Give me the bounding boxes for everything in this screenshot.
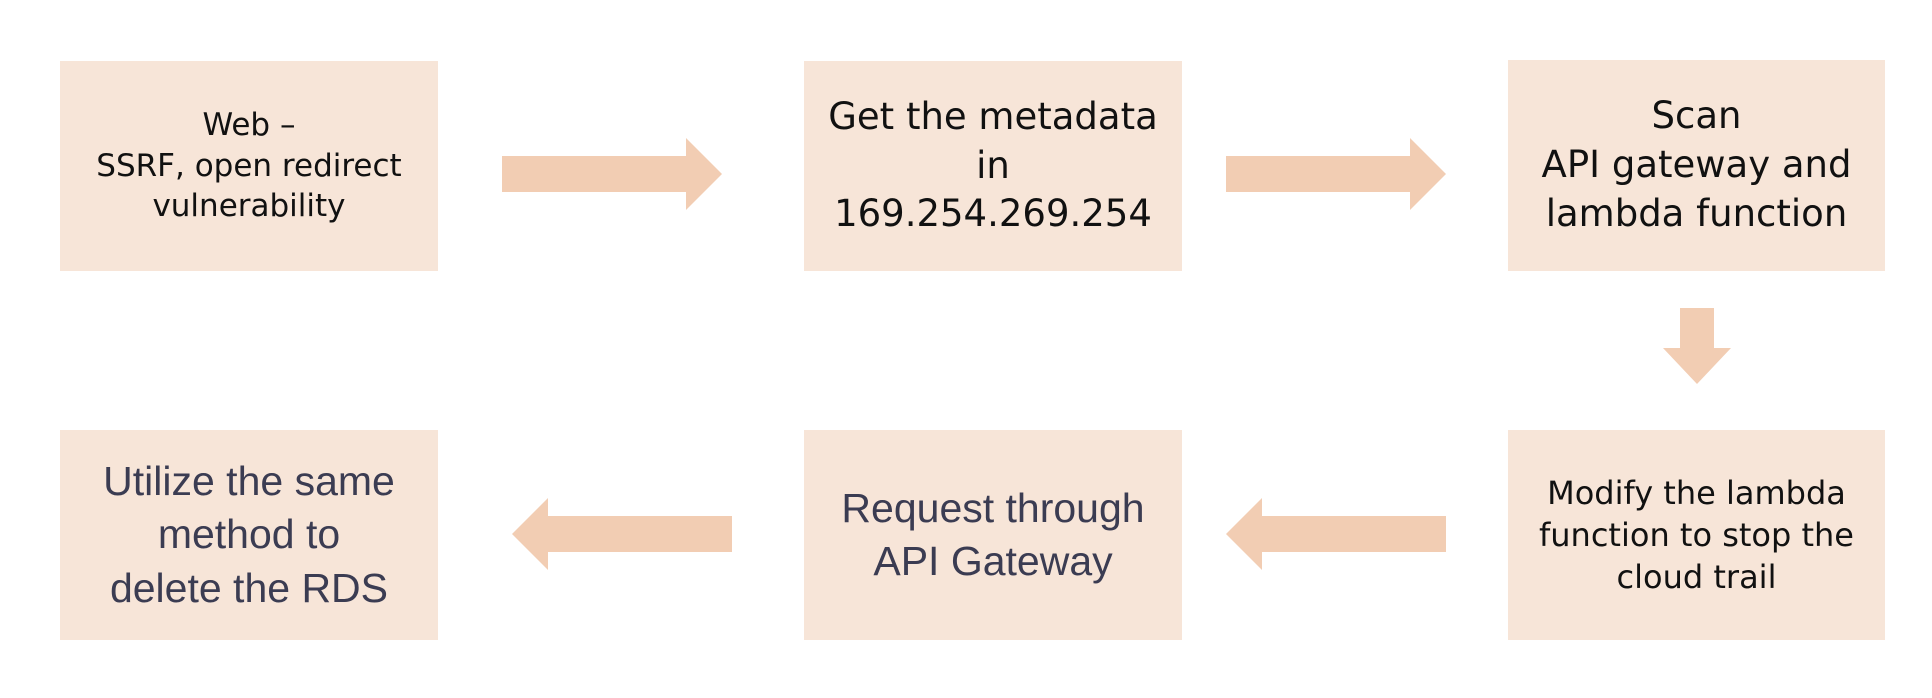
arrow-right-1-icon xyxy=(502,138,722,210)
arrow-right-2-icon xyxy=(1226,138,1446,210)
arrow-left-2-icon xyxy=(512,498,732,570)
step-text-2: Get the metadata in 169.254.269.254 xyxy=(828,94,1158,236)
arrow-left-1-icon xyxy=(1226,498,1446,570)
step-box-5: Request through API Gateway xyxy=(804,430,1182,640)
step-box-1: Web – SSRF, open redirect vulnerability xyxy=(60,61,438,271)
step-text-6: Utilize the same method to delete the RD… xyxy=(103,458,395,611)
step-text-1: Web – SSRF, open redirect vulnerability xyxy=(96,106,402,225)
step-box-2: Get the metadata in 169.254.269.254 xyxy=(804,61,1182,271)
step-box-6: Utilize the same method to delete the RD… xyxy=(60,430,438,640)
arrow-down-icon xyxy=(1663,308,1731,384)
step-text-3: Scan API gateway and lambda function xyxy=(1541,94,1852,235)
step-text-4: Modify the lambda function to stop the c… xyxy=(1539,473,1854,597)
step-box-4: Modify the lambda function to stop the c… xyxy=(1508,430,1885,640)
step-text-5: Request through API Gateway xyxy=(841,484,1145,584)
step-box-3: Scan API gateway and lambda function xyxy=(1508,60,1885,271)
